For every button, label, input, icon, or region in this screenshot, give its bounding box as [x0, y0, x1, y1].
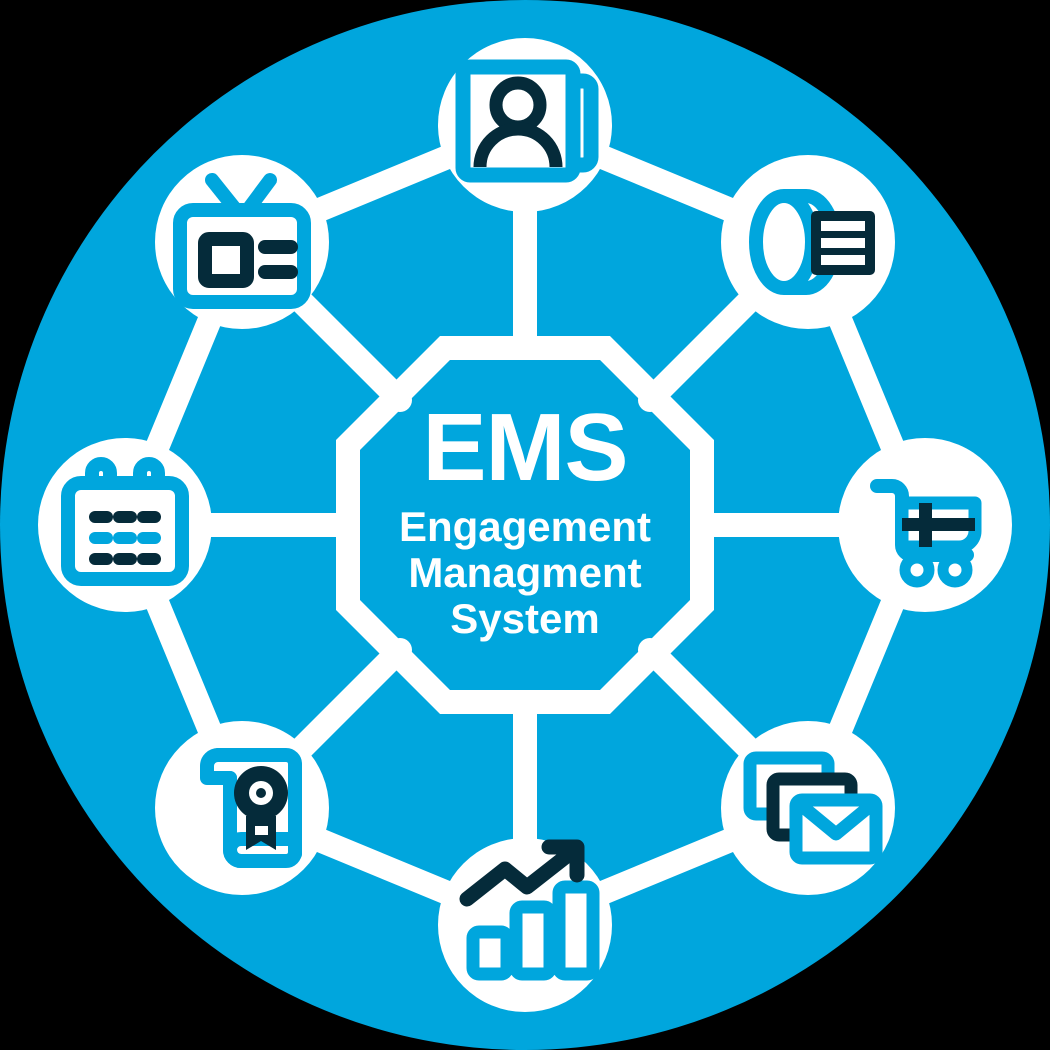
tv-content-thumbnail — [198, 232, 254, 288]
contact-card-icon[interactable] — [455, 59, 599, 183]
cart-wheel-left — [899, 552, 935, 588]
calendar-day-8 — [113, 553, 137, 565]
certificate-roll-bottom — [223, 832, 302, 868]
certificate-seal-center — [256, 788, 266, 798]
chart-trend-line — [459, 843, 581, 907]
tv-content-line-2 — [258, 265, 298, 279]
certificate-icon[interactable] — [200, 748, 302, 868]
calendar-day-4 — [89, 532, 113, 544]
database-list-row-3 — [821, 255, 865, 265]
shopping-cart-icon[interactable] — [870, 479, 982, 588]
growth-chart-icon[interactable] — [459, 839, 600, 981]
database-cylinder-front — [749, 189, 819, 295]
calendar-icon[interactable] — [61, 457, 189, 586]
chart-bar-medium — [509, 900, 557, 981]
calendar-day-7 — [89, 553, 113, 565]
cart-grid-horizontal — [902, 518, 975, 531]
calendar-day-row-2 — [89, 532, 161, 544]
calendar-day-2 — [113, 511, 137, 523]
tv-broadcast-icon[interactable] — [173, 173, 311, 309]
cart-wheel-right — [937, 552, 973, 588]
chart-bar-large — [552, 880, 600, 981]
calendar-ring-right — [133, 457, 165, 498]
certificate-sheet-top — [211, 748, 302, 861]
calendar-day-3 — [137, 511, 161, 523]
calendar-day-6 — [137, 532, 161, 544]
certificate-roll-top — [200, 748, 237, 785]
contact-avatar-body — [473, 122, 563, 168]
tv-content-line-1 — [258, 240, 298, 254]
database-list-icon[interactable] — [749, 189, 875, 295]
database-list-row-2 — [821, 238, 865, 248]
calendar-day-5 — [113, 532, 137, 544]
chart-arrow-head — [541, 839, 585, 883]
database-list-row-1 — [821, 221, 865, 231]
inner-octagon — [336, 336, 714, 714]
calendar-day-row-3 — [89, 553, 161, 565]
calendar-day-row-1 — [89, 511, 161, 523]
calendar-day-9 — [137, 553, 161, 565]
calendar-ring-left — [85, 457, 117, 498]
contact-card-back-sheet — [497, 73, 599, 173]
email-stack-icon[interactable] — [743, 751, 883, 865]
calendar-day-1 — [89, 511, 113, 523]
email-flap — [795, 799, 877, 841]
certificate-ribbon-notch — [255, 826, 268, 835]
chart-bar-small — [466, 925, 514, 981]
